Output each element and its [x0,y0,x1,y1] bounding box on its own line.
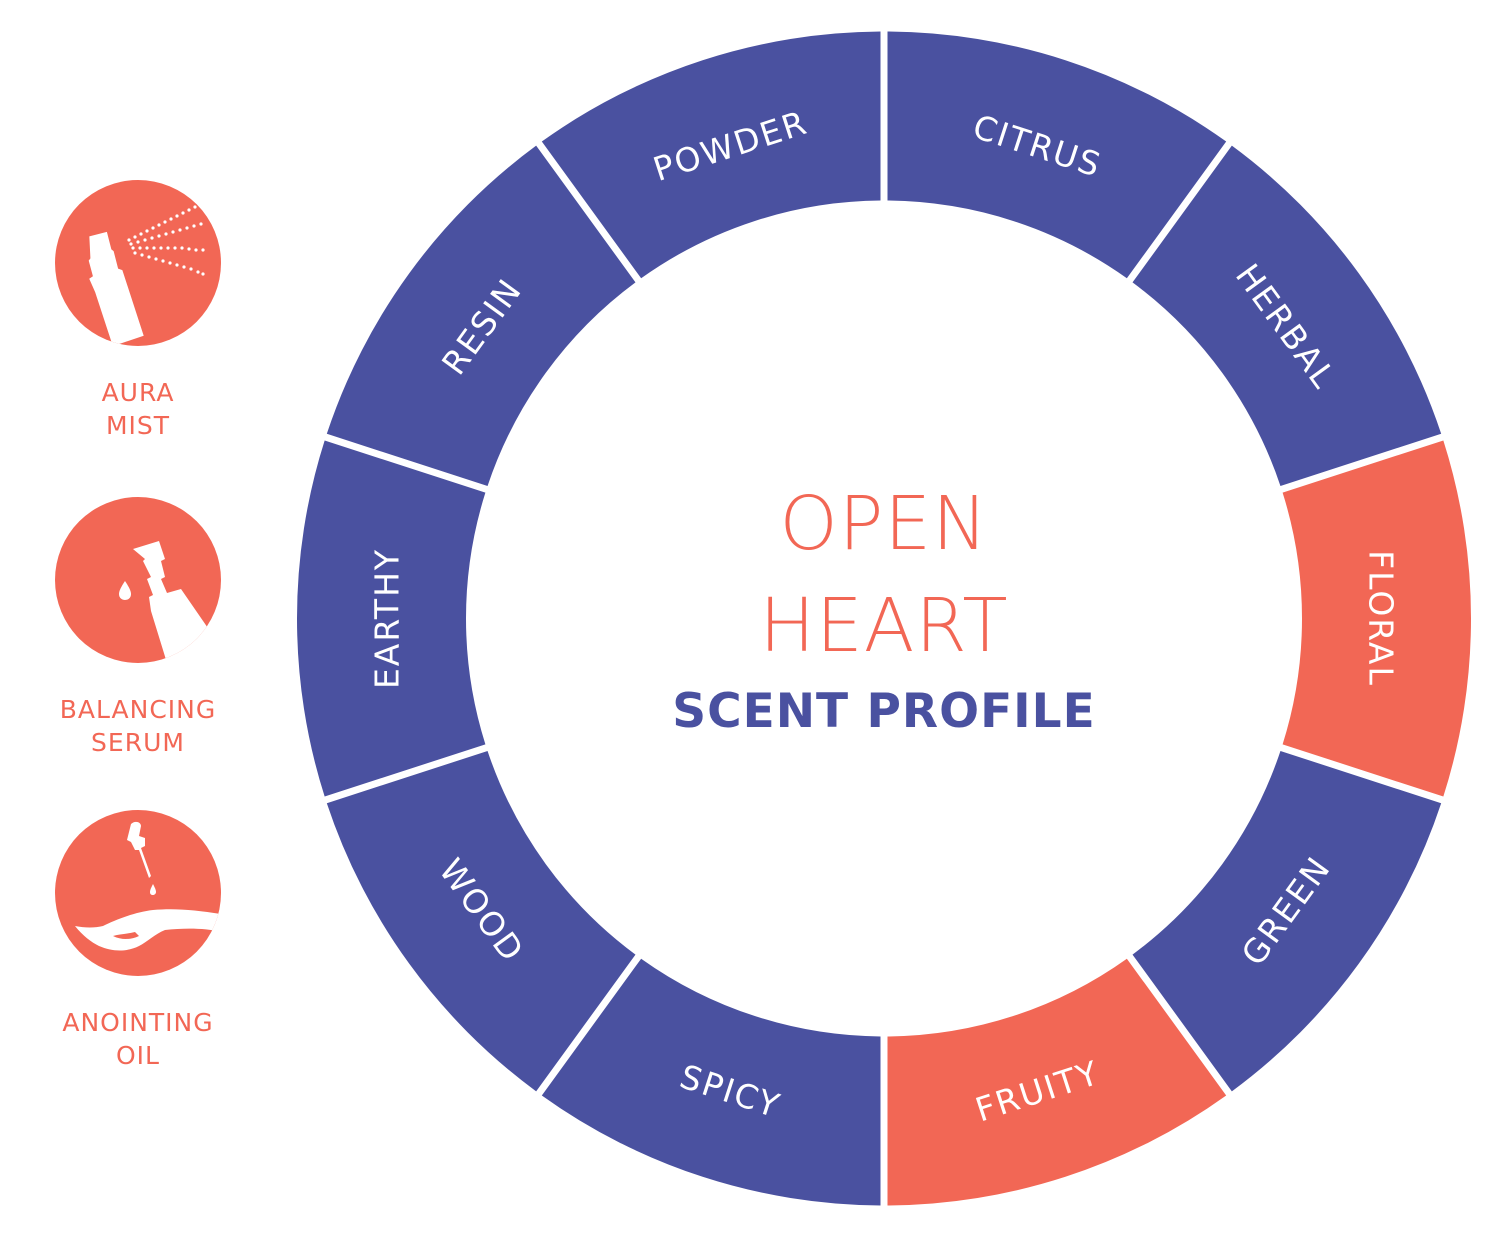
product-anointing-oil: ANOINTING OIL [55,810,221,1072]
wheel-segment-powder [541,31,881,279]
balancing-serum-label: BALANCING SERUM [0,693,276,759]
balancing-serum-badge [55,497,221,663]
wheel-segment-citrus [887,31,1227,279]
wheel-segment-green [1132,750,1442,1092]
wheel-segment-floral [1282,440,1471,797]
product-name-line: ANOINTING [62,1008,214,1037]
wheel-segment-resin [326,145,636,487]
wheel-segment-fruity [887,958,1227,1206]
wheel-segment-earthy [296,440,486,797]
product-name-line: OIL [116,1041,160,1070]
product-aura-mist: AURA MIST [55,180,221,442]
segment-label-earthy: EARTHY [368,548,407,689]
product-name-line: BALANCING [59,695,217,724]
product-name-line: MIST [105,411,171,440]
segment-label-floral: FLORAL [1362,550,1401,687]
product-name-line: SERUM [91,728,185,757]
wheel-segment-spicy [541,958,881,1206]
title-line-heart: HEART [759,583,1008,669]
wheel-segment-herbal [1132,145,1442,487]
wheel-segments [296,31,1471,1206]
aura-mist-badge [55,180,221,346]
wheel-segment-wood [326,750,636,1092]
subtitle-scent-profile: SCENT PROFILE [672,684,1095,739]
wheel-center-title: OPEN HEART SCENT PROFILE [672,481,1095,739]
title-line-open: OPEN [780,481,989,567]
anointing-oil-badge [55,810,221,976]
aura-mist-label: AURA MIST [0,376,276,442]
dropper-hand-icon [75,821,221,951]
spray-bottle-icon [88,196,207,346]
serum-pump-bottle-icon [119,541,221,663]
product-balancing-serum: BALANCING SERUM [55,497,221,759]
anointing-oil-label: ANOINTING OIL [0,1006,276,1072]
product-name-line: AURA [101,378,175,407]
